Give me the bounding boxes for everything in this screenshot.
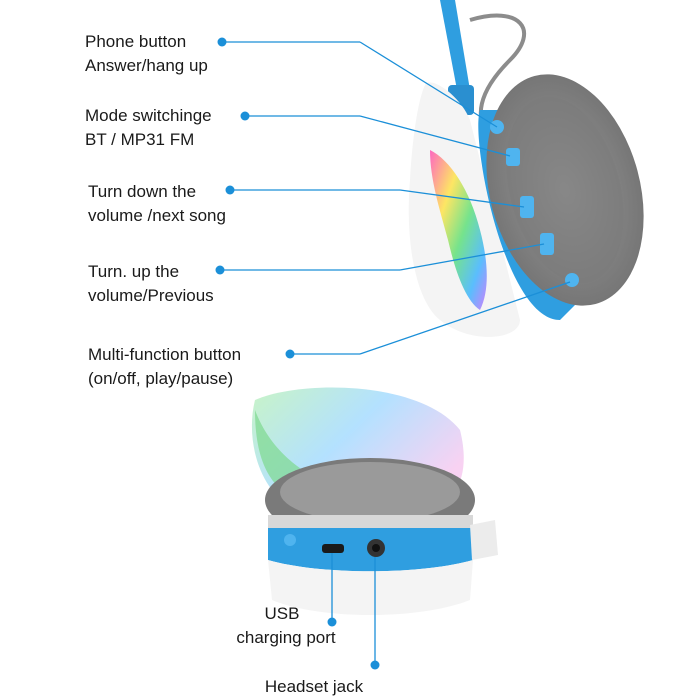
callout-multi-function: Multi-function button (on/off, play/paus… [88, 343, 241, 391]
callout-volume-up: Turn. up the volume/Previous [88, 260, 214, 308]
callout-line: Turn down the [88, 182, 197, 201]
headband [440, 0, 470, 95]
callout-line: volume/Previous [88, 286, 214, 305]
leader-lines [220, 41, 571, 665]
callout-line: Turn. up the [88, 262, 180, 281]
callout-phone-button: Phone button Answer/hang up [85, 30, 208, 78]
usb-port-graphic [322, 544, 344, 553]
callout-headset-jack: Headset jack [0, 675, 700, 699]
callout-line: BT / MP31 FM [85, 130, 195, 149]
callout-line: Answer/hang up [85, 56, 208, 75]
callout-volume-down: Turn down the volume /next song [88, 180, 226, 228]
callout-mode-switch: Mode switchinge BT / MP31 FM [85, 104, 212, 152]
callout-line: charging port [236, 628, 336, 647]
leader-dots [215, 37, 380, 670]
callout-line: Mode switchinge [85, 106, 212, 125]
callout-line: Multi-function button [88, 345, 242, 364]
callout-line: Phone button [85, 32, 187, 51]
callout-line: volume /next song [88, 206, 226, 225]
callout-line: USB [264, 604, 300, 623]
callout-line: (on/off, play/pause) [88, 369, 234, 388]
callout-line: Headset jack [264, 677, 364, 696]
